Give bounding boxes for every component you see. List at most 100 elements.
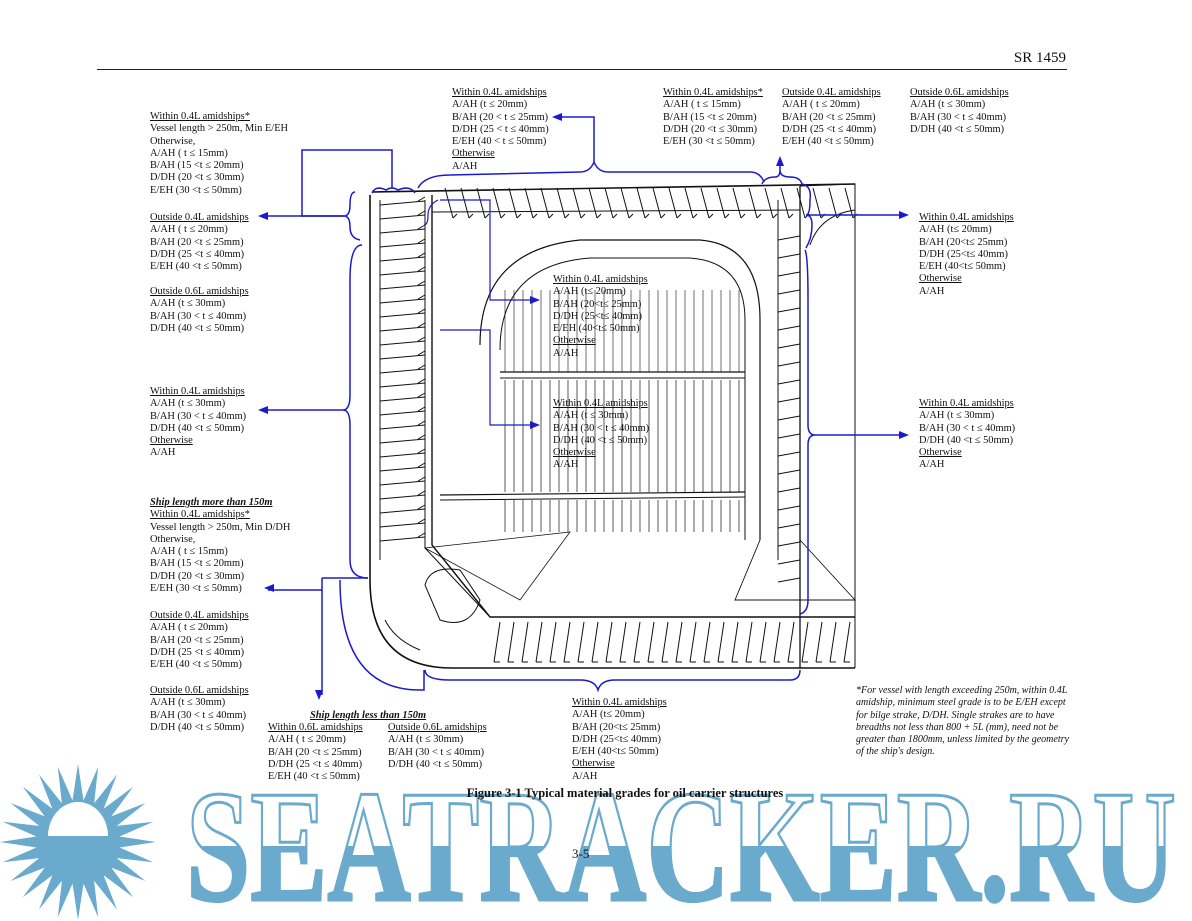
bulkhead-longitudinal: [777, 325, 801, 331]
bulkhead-longitudinal: [777, 541, 801, 547]
grade-line: Vessel length > 250m, Min E/EH: [150, 123, 289, 135]
figure-caption: Figure 3-1 Typical material grades for o…: [466, 786, 784, 800]
side-longitudinal: [379, 228, 426, 234]
otherwise-grade: A/AH: [919, 459, 945, 471]
grade-line: A/AH ( t ≤ 20mm): [782, 99, 860, 111]
bottom-longitudinal: [633, 621, 641, 663]
side-longitudinal: [379, 270, 426, 276]
block-heading: Outside 0.6L amidships: [388, 722, 487, 733]
grade-line: E/EH (40 <t ≤ 50mm): [150, 261, 242, 273]
side-longitudinal: [379, 494, 426, 500]
grade-line: A/AH (t ≤ 30mm): [553, 410, 629, 422]
brace-bottom: [424, 669, 801, 693]
deck-longitudinal: [732, 187, 742, 219]
otherwise-grade: A/AH: [150, 447, 176, 459]
deck-longitudinal: [740, 213, 746, 219]
bulkhead-longitudinal: [777, 505, 801, 511]
grade-line: D/DH (40 <t ≤ 50mm): [388, 758, 483, 770]
footnote: *For vessel with length exceeding 250m, …: [856, 685, 1069, 758]
leader-inner-upper: [440, 199, 530, 301]
block-heading: Within 0.6L amidships: [268, 722, 363, 733]
grade-line: Otherwise,: [150, 533, 196, 545]
deck-longitudinal: [772, 213, 778, 219]
grade-line: A/AH ( t ≤ 15mm): [150, 546, 228, 558]
side-longitudinal: [379, 396, 426, 402]
bottom-longitudinal: [773, 621, 781, 663]
deck-longitudinal: [828, 187, 838, 219]
block-heading: Within 0.4L amidships: [150, 386, 245, 397]
arrow-left-icon: [264, 584, 274, 592]
grade-line: D/DH (25 <t ≤ 40mm): [268, 758, 363, 770]
arrow-right-icon: [899, 211, 909, 219]
side-longitudinal: [379, 424, 426, 430]
grade-line: B/AH (30 < t ≤ 40mm): [553, 422, 650, 434]
block-heading: Outside 0.4L amidships: [150, 212, 249, 223]
grade-line: D/DH (40 <t ≤ 50mm): [150, 721, 245, 733]
grade-line: D/DH (25<t≤ 40mm): [553, 310, 642, 322]
bottom-longitudinal: [535, 621, 543, 663]
underdeck-line: [431, 209, 801, 213]
side-longitudinal: [417, 266, 426, 272]
grade-line: E/EH (40 < t ≤ 50mm): [452, 136, 547, 148]
grade-line: B/AH (30 < t ≤ 40mm): [919, 422, 1016, 434]
deck-longitudinal: [588, 187, 598, 219]
side-longitudinal: [417, 392, 426, 398]
grade-line: D/DH (20 <t ≤ 30mm): [150, 570, 245, 582]
block-title: Ship length more than 150m: [150, 497, 273, 508]
bottom-longitudinal: [549, 621, 557, 663]
leader-inner-side: [440, 329, 530, 426]
side-longitudinal: [417, 364, 426, 370]
otherwise-label: Otherwise: [553, 447, 596, 459]
bulkhead-longitudinal: [777, 235, 801, 241]
deck-longitudinal: [548, 213, 554, 219]
side-longitudinal: [417, 490, 426, 496]
arrow-right-icon: [530, 296, 540, 304]
outer-shell: [369, 195, 855, 669]
grade-line: A/AH (t≤ 20mm): [553, 286, 626, 298]
grade-line: B/AH (20 <t ≤ 25mm): [782, 111, 876, 123]
grade-line: E/EH (30 <t ≤ 50mm): [150, 583, 242, 595]
otherwise-label: Otherwise: [150, 435, 193, 447]
deck-longitudinal: [796, 187, 806, 219]
otherwise-grade: A/AH: [553, 459, 579, 471]
bottom-longitudinal: [591, 621, 599, 663]
bottom-longitudinal: [661, 621, 669, 663]
side-longitudinal: [417, 196, 426, 202]
grade-line: D/DH (25 < t ≤ 40mm): [452, 123, 549, 135]
bottom-longitudinal: [647, 621, 655, 663]
bulkhead-longitudinal: [777, 379, 801, 385]
grade-line: D/DH (40 <t ≤ 50mm): [910, 123, 1005, 135]
brace-sheer-strake: [343, 191, 361, 241]
grade-line: B/AH (30 < t ≤ 40mm): [150, 310, 247, 322]
bulkhead-longitudinal: [777, 523, 801, 529]
header-rule: [97, 69, 1067, 70]
side-longitudinal: [379, 354, 426, 360]
bulkhead-longitudinal: [777, 253, 801, 259]
deck-longitudinal: [500, 213, 506, 219]
grade-line: D/DH (40 <t ≤ 50mm): [150, 322, 245, 334]
side-longitudinal: [379, 298, 426, 304]
grade-line: B/AH (20<t≤ 25mm): [553, 298, 642, 310]
grade-line: A/AH ( t ≤ 15mm): [663, 99, 741, 111]
block-heading: Within 0.4L amidships: [919, 398, 1014, 409]
grade-line: B/AH (30 < t ≤ 40mm): [388, 746, 485, 758]
bottom-longitudinal: [717, 621, 725, 663]
grade-line: E/EH (30 <t ≤ 50mm): [150, 184, 242, 196]
bulkhead-longitudinal: [777, 361, 801, 367]
transverse-stringer: [439, 496, 746, 501]
side-longitudinal: [417, 378, 426, 384]
deck-longitudinal: [492, 187, 502, 219]
brace-bulkhead: [799, 249, 816, 615]
side-longitudinal: [379, 382, 426, 388]
leader-sheer-strake: [301, 149, 393, 217]
bottom-longitudinal: [577, 621, 585, 663]
wing-tank-web-inner: [499, 257, 746, 540]
bulkhead-longitudinal: [777, 343, 801, 349]
grade-line: D/DH (20 <t ≤ 30mm): [150, 172, 245, 184]
arrow-left-icon: [258, 406, 268, 414]
